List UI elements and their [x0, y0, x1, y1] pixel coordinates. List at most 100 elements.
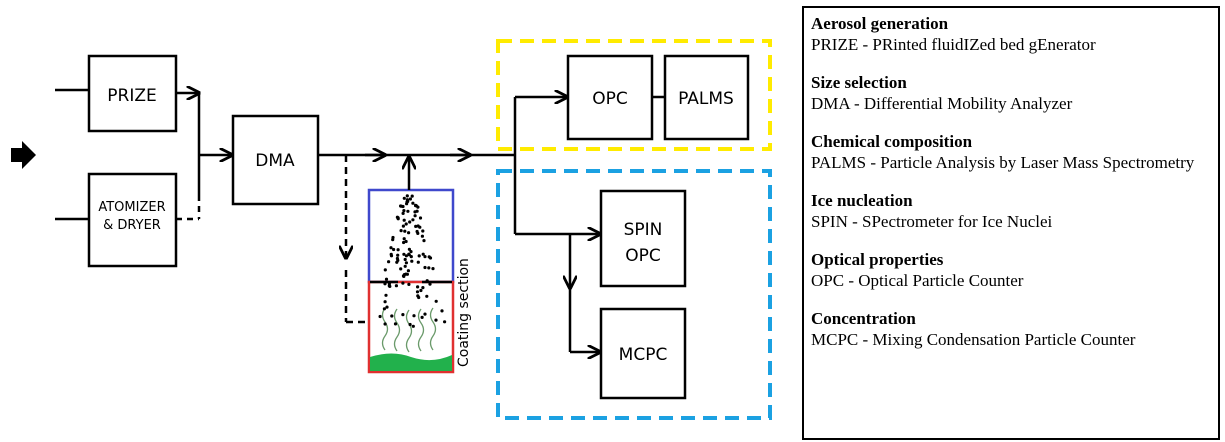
particle-dot: [405, 194, 409, 198]
particle-dot: [414, 203, 418, 207]
particle-dot: [383, 300, 387, 304]
legend-heading: Size selection: [811, 73, 907, 92]
particle-dot: [408, 197, 412, 201]
particle-dot: [431, 267, 435, 271]
particle-dot: [402, 209, 406, 213]
particle-dot: [423, 265, 427, 270]
particle-dot: [392, 247, 396, 252]
opc-label: OPC: [592, 89, 628, 109]
legend-section-aerosol: Aerosol generation PRIZE - PRinted fluid…: [811, 14, 1218, 56]
particle-dot: [385, 305, 389, 309]
legend-heading: Ice nucleation: [811, 191, 913, 210]
palms-label: PALMS: [678, 89, 734, 109]
legend-desc: SPIN - SPectrometer for Ice Nuclei: [811, 212, 1053, 231]
particle-dot: [401, 204, 405, 209]
particle-dot: [383, 282, 387, 286]
particle-dot: [423, 255, 427, 259]
particle-dot: [417, 254, 421, 258]
particle-dot: [389, 246, 393, 250]
palms-box: [663, 54, 750, 141]
particle-dot: [443, 320, 447, 324]
particle-dot: [419, 288, 423, 293]
legend-desc: MCPC - Mixing Condensation Particle Coun…: [811, 330, 1136, 349]
flow-diagram: PRIZE ATOMIZER & DRYER DMA Coating secti…: [11, 39, 772, 420]
particle-dot: [401, 274, 406, 278]
particle-dot: [382, 307, 386, 311]
particle-dot: [416, 205, 420, 209]
particle-dot: [407, 231, 411, 235]
particle-dot: [403, 264, 407, 268]
particle-dot: [378, 314, 382, 319]
particle-dot: [415, 229, 419, 234]
particle-dot: [388, 284, 392, 288]
particle-dot: [407, 282, 411, 286]
particle-dot: [440, 309, 444, 313]
particle-dot: [396, 248, 400, 252]
particle-dot: [394, 284, 398, 288]
particle-dot: [415, 290, 420, 294]
particle-dot: [420, 315, 424, 319]
prize-label: PRIZE: [107, 86, 156, 106]
particle-dot: [401, 224, 405, 228]
particle-dot: [401, 313, 405, 317]
particle-dot: [404, 261, 408, 265]
inlet-arrow-icon: [11, 141, 36, 169]
particle-dot: [391, 238, 395, 242]
particle-dot: [411, 201, 415, 205]
particle-dot: [416, 285, 420, 289]
particle-dot: [425, 294, 429, 298]
particle-dot: [406, 209, 410, 213]
opc-box: [566, 54, 654, 141]
particle-dot: [402, 237, 406, 241]
particle-dots: [378, 194, 447, 328]
particle-dot: [421, 286, 425, 290]
legend-desc: PRIZE - PRinted fluidIZed bed gEnerator: [811, 35, 1096, 54]
legend-section-chemical: Chemical composition PALMS - Particle An…: [811, 132, 1218, 174]
particle-dot: [410, 259, 414, 263]
coating-liquid: [370, 353, 452, 371]
spin-label: SPIN: [624, 220, 663, 240]
particle-dot: [413, 214, 417, 218]
particle-dot: [404, 239, 408, 244]
particle-dot: [414, 224, 418, 228]
mcpc-label: MCPC: [619, 345, 668, 365]
vapor-wisps: [381, 307, 437, 353]
particle-dot: [407, 247, 411, 251]
particle-dot: [423, 312, 427, 316]
blue-group-box: [496, 169, 772, 420]
particle-dot: [434, 299, 438, 303]
particle-dot: [402, 196, 406, 200]
particle-dot: [401, 281, 405, 285]
particle-dot: [409, 250, 413, 254]
coating-top-chamber: [367, 188, 455, 284]
particle-dot: [396, 253, 400, 257]
dma-box: [231, 114, 320, 206]
particle-dot: [390, 314, 394, 318]
particle-dot: [383, 322, 387, 326]
particle-dot: [402, 218, 406, 222]
particle-dot: [402, 240, 406, 245]
particle-dot: [418, 216, 423, 220]
particle-dot: [404, 254, 408, 258]
particle-dot: [383, 268, 387, 272]
particle-dot: [399, 229, 403, 233]
particle-dot: [411, 218, 415, 222]
particle-dot: [384, 277, 389, 281]
dryer-label: & DRYER: [103, 218, 161, 233]
yellow-group-box: [496, 39, 772, 151]
particle-dot: [420, 234, 424, 238]
legend-heading: Chemical composition: [811, 132, 973, 151]
particle-dot: [416, 294, 420, 298]
legend-panel: Aerosol generation PRIZE - PRinted fluid…: [802, 6, 1220, 440]
legend-heading: Aerosol generation: [811, 14, 949, 33]
legend-desc: PALMS - Particle Analysis by Laser Mass …: [811, 153, 1195, 172]
particle-dot: [422, 239, 426, 243]
particle-dot: [399, 267, 403, 271]
particle-dot: [405, 272, 409, 276]
spin-opc-box: [599, 189, 687, 288]
dma-label: DMA: [255, 151, 295, 171]
legend-desc: OPC - Optical Particle Counter: [811, 271, 1024, 290]
legend-section-ice: Ice nucleation SPIN - SPectrometer for I…: [811, 191, 1218, 233]
spin-opc-label: OPC: [625, 246, 661, 266]
mcpc-box: [599, 307, 687, 400]
